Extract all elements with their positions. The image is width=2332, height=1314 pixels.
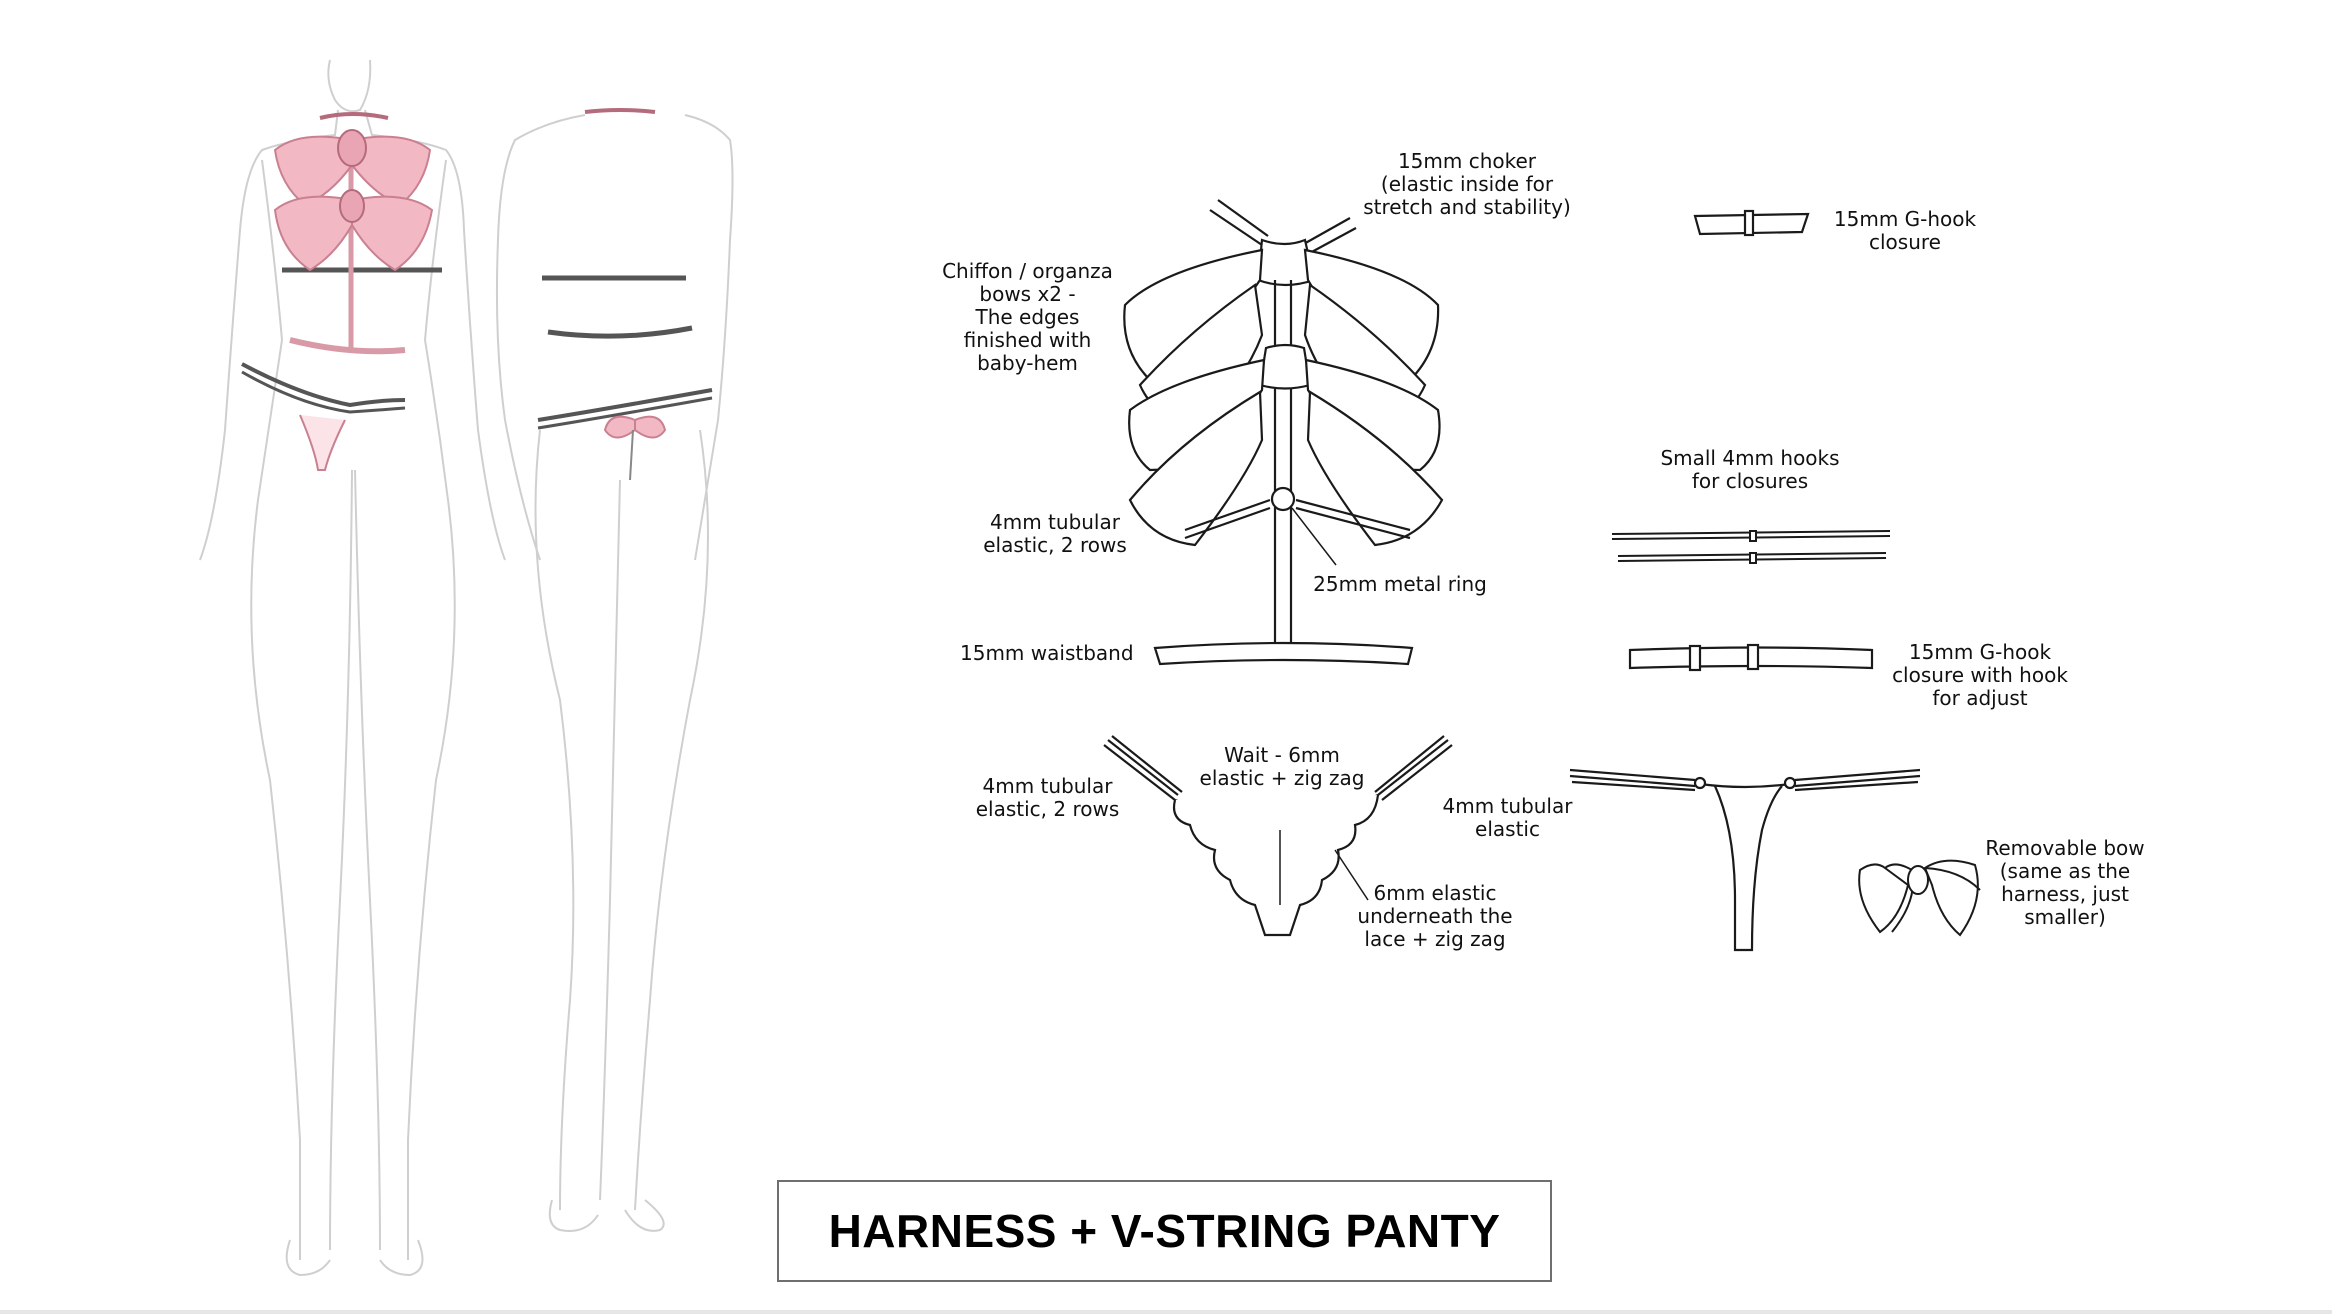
panty-front-flat (1103, 735, 1453, 937)
g-hook-closure-flat (1693, 209, 1810, 237)
removable-bow-flat (1858, 859, 1981, 937)
label-line: lace + zig zag (1364, 927, 1506, 951)
label-metal-ring: 25mm metal ring (1310, 573, 1490, 596)
label-line: elastic + zig zag (1199, 766, 1365, 790)
label-line: Removable bow (1985, 836, 2145, 860)
back-figure-croquis (495, 114, 734, 1232)
label-line: The edges (975, 305, 1080, 329)
label-line: closure with hook (1892, 663, 2068, 687)
label-line: (same as the (1999, 859, 2131, 883)
label-line: closure (1869, 230, 1941, 254)
harness-flat (1123, 199, 1444, 666)
label-line: 15mm waistband (960, 641, 1134, 665)
label-g-hook-adjust: 15mm G-hook closure with hook for adjust (1885, 641, 2075, 710)
label-line: 15mm choker (1397, 149, 1537, 173)
label-line: 6mm elastic (1373, 881, 1497, 905)
label-g-hook: 15mm G-hook closure (1830, 208, 1980, 254)
label-line: elastic, 2 rows (983, 533, 1127, 557)
label-line: for closures (1691, 469, 1809, 493)
label-line: 15mm G-hook (1908, 640, 2052, 664)
front-figure-croquis (199, 59, 506, 1277)
label-line: finished with (963, 328, 1092, 352)
back-harness (537, 108, 713, 481)
label-removable-bow: Removable bow (same as the harness, just… (1980, 837, 2150, 929)
label-choker: 15mm choker (elastic inside for stretch … (1362, 150, 1572, 219)
label-line: 4mm tubular (1442, 794, 1573, 818)
title-box: HARNESS + V-STRING PANTY (777, 1180, 1552, 1282)
label-lace-elastic: 6mm elastic underneath the lace + zig za… (1350, 882, 1520, 951)
small-hooks-flat (1611, 530, 1891, 564)
label-line: 4mm tubular (990, 510, 1120, 534)
label-line: stretch and stability) (1363, 195, 1571, 219)
label-bows: Chiffon / organza bows x2 - The edges fi… (940, 260, 1115, 375)
label-line: smaller) (2024, 905, 2106, 929)
label-line: bows x2 - (979, 282, 1076, 306)
label-tubular-panty: 4mm tubular elastic, 2 rows (970, 775, 1125, 821)
label-line: baby-hem (977, 351, 1078, 375)
bottom-divider (0, 1310, 2332, 1314)
label-line: 4mm tubular (982, 774, 1113, 798)
label-waistband: 15mm waistband (960, 641, 1134, 665)
front-harness (241, 112, 442, 471)
label-line: harness, just (2001, 882, 2129, 906)
label-line: (elastic inside for (1380, 172, 1554, 196)
label-tubular-single: 4mm tubular elastic (1440, 795, 1575, 841)
label-line: Small 4mm hooks (1660, 446, 1840, 470)
v-string-back-flat (1569, 768, 1921, 952)
label-line: for adjust (1932, 686, 2028, 710)
page-title: HARNESS + V-STRING PANTY (828, 1205, 1501, 1257)
label-waist-elastic: Wait - 6mm elastic + zig zag (1192, 744, 1372, 790)
label-line: Wait - 6mm (1224, 743, 1340, 767)
g-hook-adjust-flat (1628, 643, 1874, 672)
label-line: elastic (1475, 817, 1540, 841)
label-line: 15mm G-hook (1833, 207, 1977, 231)
label-line: underneath the (1357, 904, 1513, 928)
label-line: Chiffon / organza (942, 259, 1113, 283)
label-line: elastic, 2 rows (975, 797, 1120, 821)
label-tubular-top: 4mm tubular elastic, 2 rows (975, 511, 1135, 557)
label-small-hooks: Small 4mm hooks for closures (1655, 447, 1845, 493)
label-line: 25mm metal ring (1313, 572, 1487, 596)
